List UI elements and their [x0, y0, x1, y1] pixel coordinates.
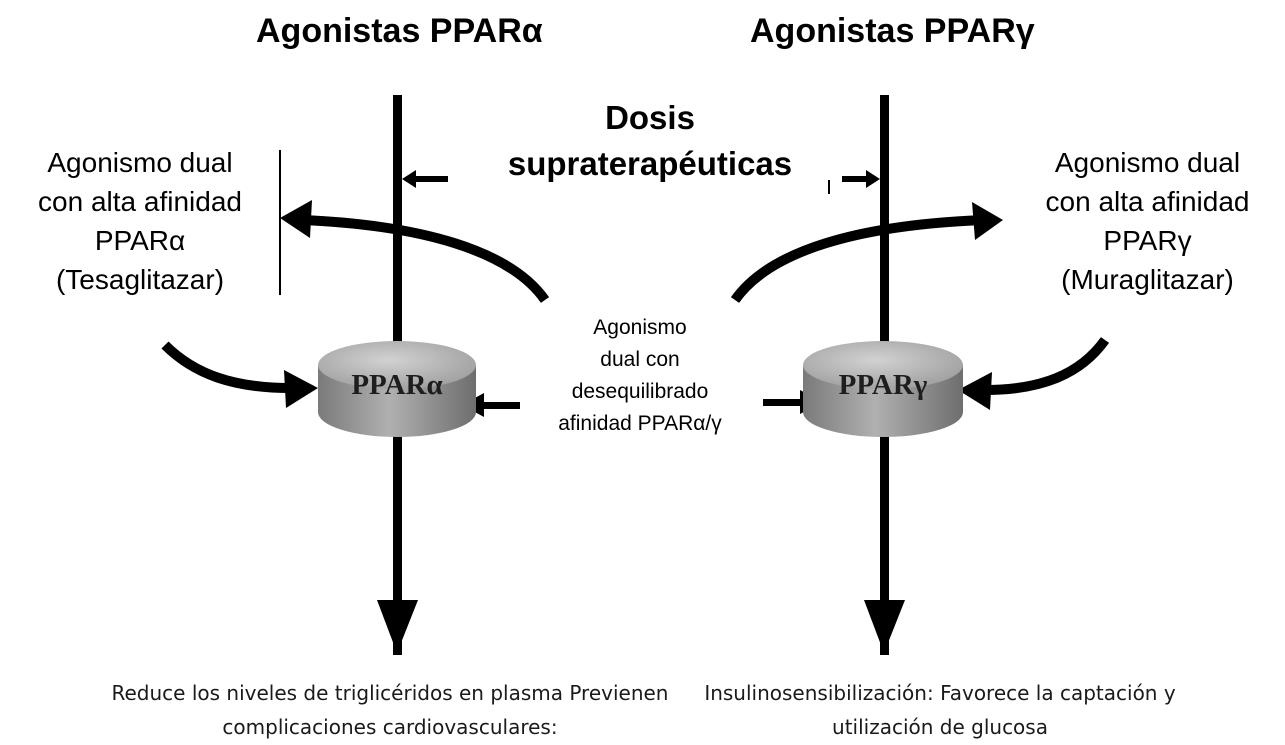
left-divider-line: [279, 150, 281, 295]
dose-label: Dosis supraterapéuticas: [470, 95, 830, 187]
center-agonist-line-1: Agonismo: [593, 316, 687, 339]
curved-arrow-to-right: [730, 202, 1003, 303]
center-agonist-line-3: desequilibrado: [571, 380, 709, 403]
receptor-alpha: PPARα: [318, 341, 476, 437]
curved-arrow-to-left: [280, 200, 550, 303]
effect-gamma-line-1: Insulinosensibilización: Favorece la cap…: [704, 681, 1176, 705]
right-agonist-line-1: Agonismo dual: [1054, 147, 1241, 178]
dose-line-1: Dosis: [605, 99, 695, 136]
right-divider-line: [828, 180, 830, 194]
curved-arrow-into-alpha: [161, 341, 318, 408]
center-agonist-label: Agonismo dual con desequilibrado afinida…: [520, 312, 760, 440]
effect-alpha-line-1: Reduce los niveles de triglicéridos en p…: [111, 681, 669, 705]
alpha-down-arrowhead: [377, 600, 418, 653]
curved-arrow-into-gamma: [958, 337, 1110, 410]
receptor-alpha-label: PPARα: [351, 369, 442, 401]
effect-alpha: Reduce los niveles de triglicéridos en p…: [90, 676, 690, 744]
left-agonist-label: Agonismo dual con alta afinidad PPARα (T…: [10, 143, 270, 299]
receptor-gamma-label: PPARγ: [839, 369, 928, 401]
right-agonist-line-3: PPARγ: [1103, 225, 1192, 256]
left-agonist-line-4: (Tesaglitazar): [55, 264, 225, 295]
effect-alpha-line-2: complicaciones cardiovasculares:: [222, 715, 558, 739]
left-agonist-line-3: PPARα: [94, 225, 186, 256]
right-agonist-label: Agonismo dual con alta afinidad PPARγ (M…: [1015, 143, 1280, 299]
receptor-gamma: PPARγ: [803, 341, 963, 437]
right-agonist-line-2: con alta afinidad: [1045, 186, 1250, 217]
gamma-down-arrowhead: [864, 600, 905, 653]
center-agonist-line-2: dual con: [600, 348, 680, 371]
title-gamma: Agonistas PPARγ: [750, 12, 1035, 50]
effect-gamma: Insulinosensibilización: Favorece la cap…: [690, 676, 1190, 744]
left-agonist-line-2: con alta afinidad: [38, 186, 242, 217]
dose-arrow-left: [402, 170, 448, 188]
right-agonist-line-4: (Muraglitazar): [1061, 264, 1234, 295]
dose-arrow-right: [842, 170, 880, 188]
left-agonist-line-1: Agonismo dual: [47, 147, 233, 178]
effect-gamma-line-2: utilización de glucosa: [832, 715, 1048, 739]
center-agonist-line-4: afinidad PPARα/γ: [558, 412, 722, 435]
title-alpha: Agonistas PPARα: [256, 12, 543, 50]
dose-line-2: supraterapéuticas: [507, 145, 793, 182]
